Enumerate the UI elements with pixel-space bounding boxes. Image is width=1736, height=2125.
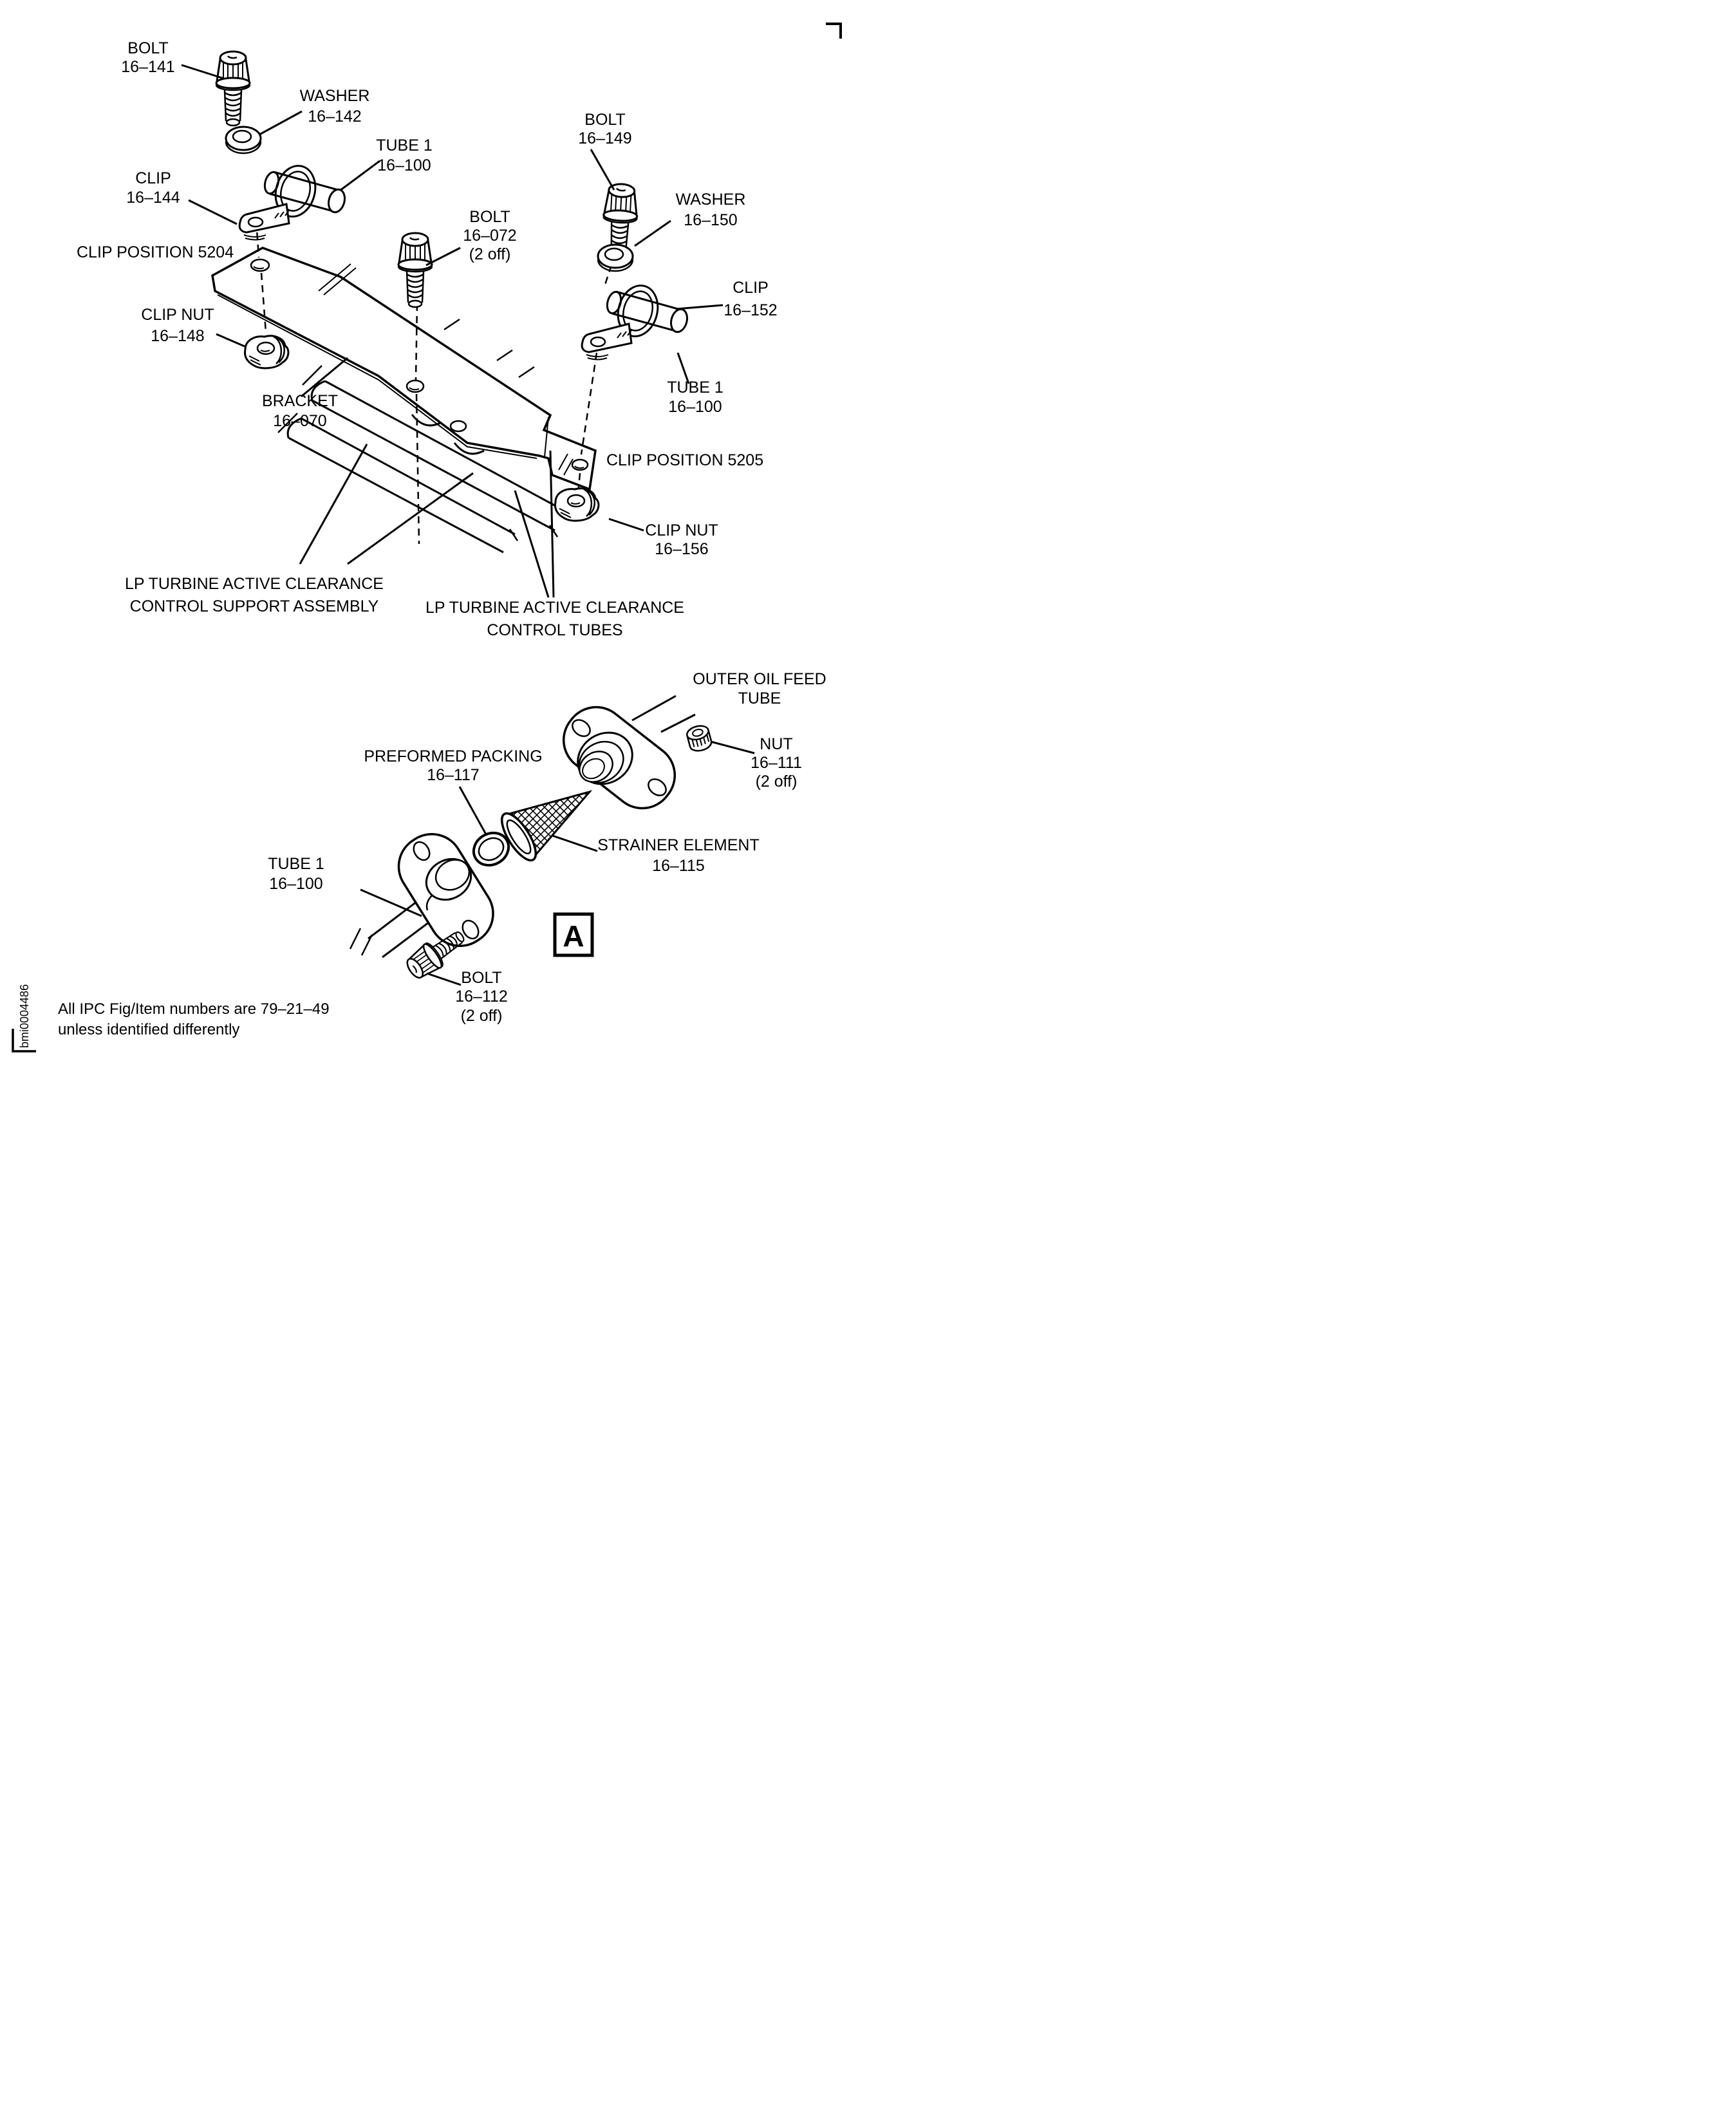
label-text: TUBE 1 [376,136,433,154]
label-bolt-16-112: BOLT 16–112 (2 off) [455,969,508,1025]
label-tube1-bottom: TUBE 1 16–100 [268,855,324,893]
label-text: CONTROL SUPPORT ASSEMBLY [130,597,379,615]
label-outer-oil-feed-tube: OUTER OIL FEED TUBE [693,670,826,707]
label-text: 16–070 [273,412,326,430]
figure-id-text: bmi0004486 [18,984,31,1048]
strainer-element-16-115-drawing [500,790,593,862]
label-text: BOLT [461,969,501,987]
labels: BOLT 16–141 WASHER 16–142 TUBE 1 16–100 … [77,39,826,1025]
label-text: 16–100 [668,398,722,416]
nut-16-111-drawing [686,725,713,752]
label-text: WASHER [300,87,370,105]
detail-a-marker: A [553,912,594,957]
label-text: CLIP [733,279,769,297]
label-text: 16–111 [751,754,802,772]
preformed-packing-16-117-drawing [472,831,510,867]
ipc-figure-page: A BOLT 16–141 WASHER 16–14 [0,0,868,1063]
label-text: PREFORMED PACKING [364,747,542,765]
label-text: CLIP [135,169,171,187]
label-washer-16-142: WASHER 16–142 [300,87,370,126]
label-strainer-element-16-115: STRAINER ELEMENT 16–115 [597,836,759,875]
label-tube1-right: TUBE 1 16–100 [667,379,723,416]
label-text: 16–152 [723,301,777,319]
label-tube1-top: TUBE 1 16–100 [376,136,433,174]
label-text: 16–100 [269,875,322,893]
clip-nut-16-156-drawing [554,487,600,522]
label-bolt-16-072: BOLT 16–072 (2 off) [463,208,516,263]
label-text: TUBE 1 [667,379,723,397]
tube1-clip-16-152-drawing [581,280,691,360]
label-clip-position-5205: CLIP POSITION 5205 [606,451,763,469]
clip-nut-16-148-drawing [244,335,290,370]
label-text: CLIP NUT [141,306,214,324]
label-support-assembly: LP TURBINE ACTIVE CLEARANCE CONTROL SUPP… [125,575,384,615]
label-text: 16–072 [463,227,516,245]
label-text: (2 off) [756,772,798,791]
tube1-flange-drawing [349,833,494,959]
figure-id-block: bmi0004486 [12,984,36,1053]
bolt-16-072-drawing [397,232,433,308]
label-text: (2 off) [469,245,511,263]
label-text: TUBE 1 [268,855,324,873]
label-clip-position-5204: CLIP POSITION 5204 [77,243,234,261]
label-text: 16–149 [578,129,631,147]
footnote-line: unless identified differently [58,1021,239,1038]
label-text: 16–142 [308,108,361,126]
label-text: 16–150 [684,211,737,229]
footnote: All IPC Fig/Item numbers are 79–21–49 un… [58,1000,330,1038]
label-clip-16-144: CLIP 16–144 [126,169,180,207]
label-text: CLIP POSITION 5204 [77,243,234,261]
label-bolt-16-149: BOLT 16–149 [578,111,631,147]
label-clip-16-152: CLIP 16–152 [723,279,777,319]
label-text: LP TURBINE ACTIVE CLEARANCE [125,575,384,593]
outer-oil-feed-tube-flange-drawing [562,706,677,810]
label-text: WASHER [676,191,746,209]
label-text: CLIP POSITION 5205 [606,451,763,469]
label-control-tubes: LP TURBINE ACTIVE CLEARANCE CONTROL TUBE… [425,599,684,639]
bolt-16-141-drawing [215,50,251,127]
detail-a-letter: A [563,919,584,953]
label-bolt-16-141: BOLT 16–141 [121,39,174,76]
label-text: OUTER OIL FEED [693,670,826,688]
label-washer-16-150: WASHER 16–150 [676,191,746,229]
label-text: 16–112 [455,988,508,1006]
label-text: BOLT [469,208,510,226]
label-text: 16–115 [652,857,705,875]
label-text: CLIP NUT [645,521,718,539]
label-text: 16–117 [427,766,480,784]
label-text: BRACKET [262,392,338,410]
label-text: 16–156 [655,540,708,558]
label-text: (2 off) [461,1007,503,1025]
alignment-dashed-lines [255,220,613,545]
washer-16-150-drawing [597,243,634,272]
label-bracket-16-070: BRACKET 16–070 [262,392,338,430]
label-text: BOLT [127,39,168,57]
label-text: LP TURBINE ACTIVE CLEARANCE [425,599,684,617]
trim-corner-mark [826,23,842,39]
label-text: 16–141 [121,58,174,76]
label-text: CONTROL TUBES [487,621,622,639]
label-nut-16-111: NUT 16–111 (2 off) [751,735,802,791]
label-text: NUT [760,735,792,753]
parts-diagram: A BOLT 16–141 WASHER 16–14 [12,23,842,1053]
bracket-16-070-drawing [211,247,597,491]
label-text: 16–100 [377,156,431,174]
washer-16-142-drawing [225,126,262,154]
leader-lines [181,64,755,986]
label-preformed-packing-16-117: PREFORMED PACKING 16–117 [364,747,542,784]
tube1-clip-16-144-drawing [238,160,348,241]
label-text: 16–144 [126,189,180,207]
label-clip-nut-16-148: CLIP NUT 16–148 [141,306,214,345]
label-clip-nut-16-156: CLIP NUT 16–156 [645,521,718,558]
label-text: STRAINER ELEMENT [597,836,759,854]
label-text: BOLT [584,111,625,129]
label-text: 16–148 [151,327,204,345]
acc-tubes-drawing [277,318,570,554]
footnote-line: All IPC Fig/Item numbers are 79–21–49 [58,1000,330,1018]
label-text: TUBE [738,689,781,707]
